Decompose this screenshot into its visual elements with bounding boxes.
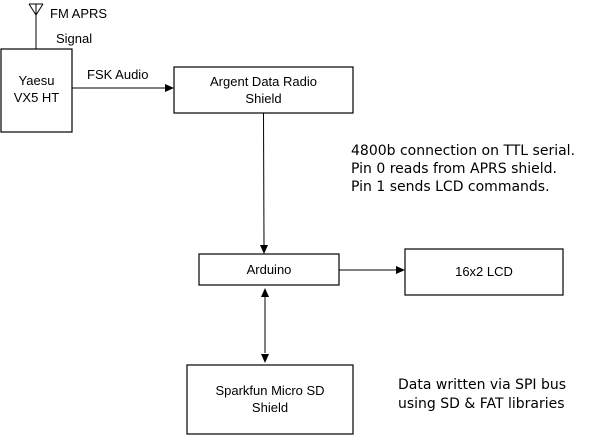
node-lcd: 16x2 LCD [404, 248, 564, 296]
antenna-sublabel: Signal [56, 31, 92, 46]
edge-argent-to-arduino [260, 112, 268, 254]
node-radio-line1: Yaesu [19, 73, 55, 88]
node-argent-line2: Shield [245, 91, 281, 106]
node-arduino-label: Arduino [247, 262, 292, 277]
node-argent-line1: Argent Data Radio [210, 74, 317, 89]
note-spi-line1: Data written via SPI bus [398, 377, 566, 393]
note-spi-bus: Data written via SPI bus using SD & FAT … [398, 377, 566, 412]
node-sd-line1: Sparkfun Micro SD [215, 383, 324, 398]
edge-arduino-sd-bidirectional [261, 288, 269, 363]
note-serial-line2: Pin 0 reads from APRS shield. [351, 161, 557, 177]
node-sd-shield: Sparkfun Micro SD Shield [186, 364, 354, 435]
edge-radio-to-argent [72, 84, 174, 92]
node-radio: Yaesu VX5 HT [0, 48, 73, 133]
node-arduino: Arduino [198, 253, 340, 286]
edge-fsk-audio-label: FSK Audio [87, 67, 148, 82]
antenna-label: FM APRS [50, 6, 107, 21]
node-argent-shield: Argent Data Radio Shield [173, 66, 354, 114]
antenna-icon [28, 3, 44, 49]
note-serial-line1: 4800b connection on TTL serial. [351, 143, 575, 159]
node-sd-line2: Shield [252, 400, 288, 415]
node-radio-line2: VX5 HT [14, 90, 60, 105]
note-serial-line3: Pin 1 sends LCD commands. [351, 179, 550, 195]
node-lcd-label: 16x2 LCD [455, 264, 513, 279]
note-spi-line2: using SD & FAT libraries [398, 396, 565, 412]
edge-arduino-to-lcd [339, 266, 405, 274]
note-serial-connection: 4800b connection on TTL serial. Pin 0 re… [351, 143, 575, 195]
